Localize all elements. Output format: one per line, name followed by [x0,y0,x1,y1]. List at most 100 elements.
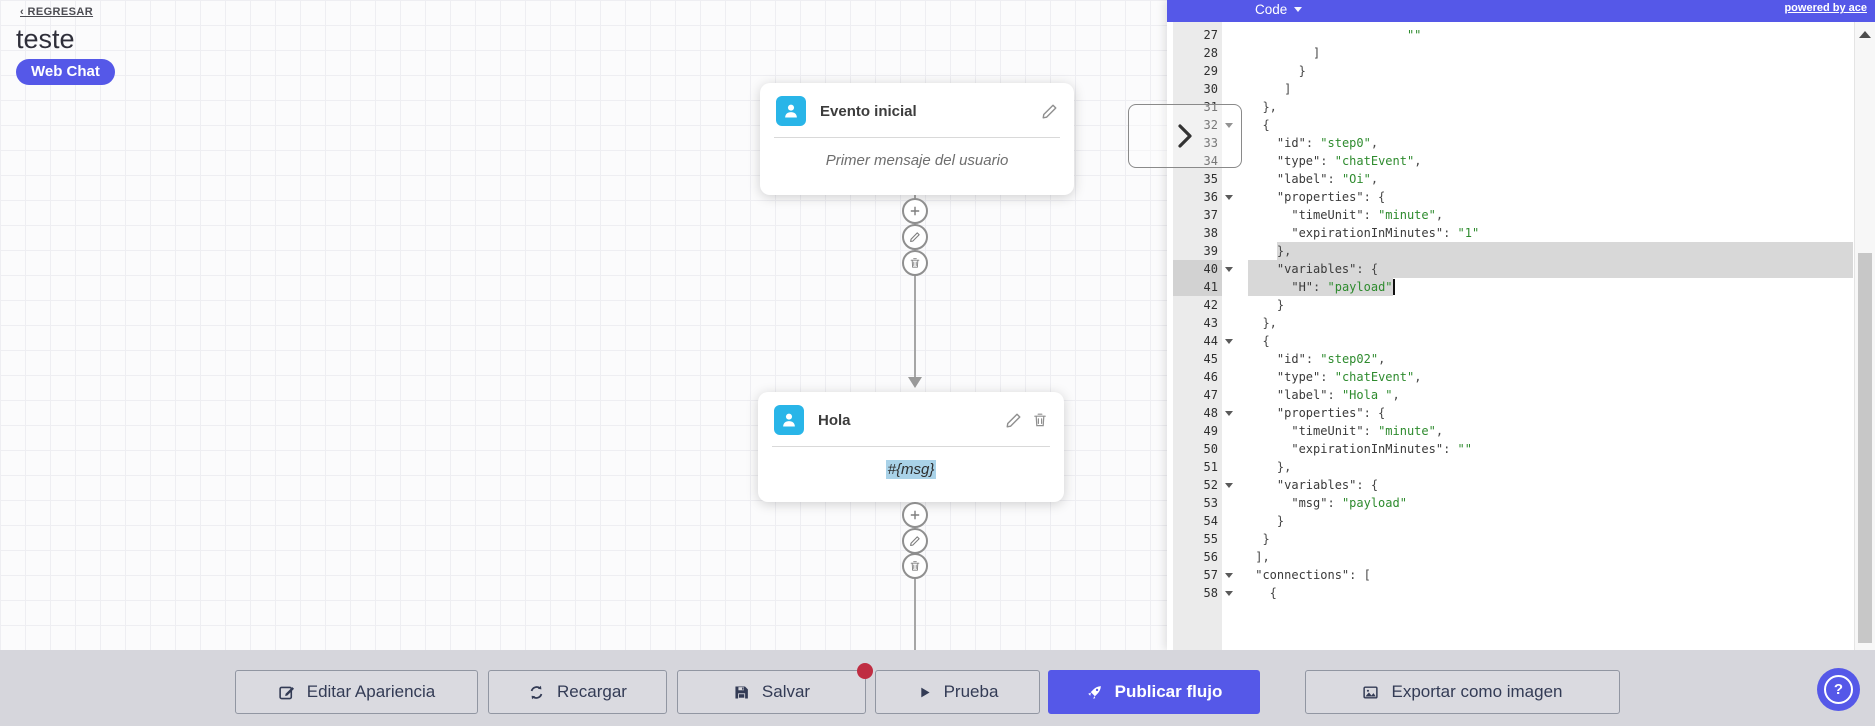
code-line-51[interactable]: 51 }, [1203,460,1292,474]
code-line-50[interactable]: 50 "expirationInMinutes": "" [1203,442,1472,456]
code-line-37[interactable]: 37 "timeUnit": "minute", [1203,208,1444,222]
delete-step-button[interactable] [902,553,928,579]
help-button[interactable]: ? [1817,668,1860,711]
code-mode-label: Code [1255,2,1288,17]
button-label: Editar Apariencia [306,682,436,701]
edit-step-button[interactable] [902,224,928,250]
fold-toggle-icon[interactable] [1225,591,1233,596]
channel-badge: Web Chat [16,59,115,85]
code-line-49[interactable]: 49 "timeUnit": "minute", [1203,424,1444,438]
edit-pencil-icon[interactable] [1005,412,1022,429]
code-line-39[interactable]: 39 }, [1167,242,1875,260]
code-line-52[interactable]: 52 "variables": { [1203,478,1379,492]
edge-node1-node2 [914,195,916,378]
code-line-44[interactable]: 44 { [1203,334,1270,348]
edit-pencil-icon[interactable] [1041,103,1058,120]
fold-toggle-icon[interactable] [1225,195,1233,200]
fold-toggle-icon[interactable] [1225,123,1233,128]
button-label: Salvar [761,682,811,701]
node-body: Primer mensaje del usuario [825,152,1009,169]
dropdown-caret-icon [1294,7,1303,12]
test-button[interactable]: Prueba [875,670,1040,714]
code-line-34[interactable]: 34 "type": "chatEvent", [1203,154,1422,168]
button-label: Prueba [943,682,999,701]
fold-toggle-icon[interactable] [1225,411,1233,416]
edge-arrowhead [908,377,922,388]
add-step-button[interactable] [902,198,928,224]
code-line-29[interactable]: 29 } [1203,64,1306,78]
node-divider [772,446,1050,447]
code-line-43[interactable]: 43 }, [1203,316,1277,330]
code-line-35[interactable]: 35 "label": "Oi", [1203,172,1379,186]
node-header: Hola [758,392,1064,446]
code-line-36[interactable]: 36 "properties": { [1203,190,1386,204]
save-icon [735,685,748,699]
node-evento-inicial[interactable]: Evento inicial Primer mensaje del usuari… [760,83,1074,195]
code-line-40[interactable]: 40 "variables": { [1167,260,1875,278]
node-body-highlighted-text: #{msg} [885,460,937,479]
code-line-30[interactable]: 30 ] [1203,82,1292,96]
code-line-48[interactable]: 48 "properties": { [1203,406,1386,420]
code-line-38[interactable]: 38 "expirationInMinutes": "1" [1203,226,1480,240]
powered-by-ace-link[interactable]: powered by ace [1784,2,1867,14]
fold-toggle-icon[interactable] [1225,267,1233,272]
fold-toggle-icon[interactable] [1225,573,1233,578]
code-content[interactable]: 27 "" 28 ] 29 } 30 ] 31 }, 32 { 33 "id": "step… [1167,26,1875,602]
code-line-58[interactable]: 58 { [1203,586,1277,600]
button-label: Exportar como imagen [1391,682,1563,701]
node-header: Evento inicial [760,83,1074,137]
trash-icon[interactable] [1032,412,1048,428]
code-mode-dropdown[interactable]: Code [1255,2,1303,17]
rocket-icon [1087,685,1101,699]
code-line-33[interactable]: 33 "id": "step0", [1203,136,1379,150]
person-icon [776,96,806,126]
node-divider [774,137,1060,138]
edit-appearance-button[interactable]: Editar Apariencia [235,670,478,714]
button-label: Recargar [557,682,627,701]
edit-step-button[interactable] [902,528,928,554]
node-body: #{msg} [758,447,1064,492]
scroll-up-icon[interactable] [1859,31,1871,38]
code-line-31[interactable]: 31 }, [1203,100,1277,114]
edit-icon [279,686,294,699]
code-line-56[interactable]: 56 ], [1203,550,1270,564]
button-label: Publicar flujo [1114,682,1223,701]
code-line-57[interactable]: 57 "connections": [ [1203,568,1371,582]
node-hola[interactable]: Hola #{msg} [758,392,1064,502]
code-line-55[interactable]: 55 } [1203,532,1270,546]
play-icon [920,687,930,697]
unsaved-changes-dot [857,663,873,679]
collapse-chevron-icon [1178,124,1192,148]
collapse-panel-button[interactable] [1128,104,1242,168]
fold-toggle-icon[interactable] [1225,339,1233,344]
reload-button[interactable]: Recargar [488,670,667,714]
person-icon [774,405,804,435]
question-icon: ? [1824,675,1853,704]
action-toolbar: Editar Apariencia Recargar Salvar Prueba… [0,650,1875,726]
code-line-41[interactable]: 41 "H": "payload" [1167,278,1875,296]
code-line-46[interactable]: 46 "type": "chatEvent", [1203,370,1422,384]
node-title: Evento inicial [820,102,917,120]
back-link[interactable]: ‹ REGRESAR [20,6,94,18]
node-title: Hola [818,411,851,429]
code-editor-header: Code powered by ace [1167,0,1875,22]
code-line-47[interactable]: 47 "label": "Hola ", [1203,388,1400,402]
export-image-button[interactable]: Exportar como imagen [1305,670,1620,714]
code-line-28[interactable]: 28 ] [1203,46,1321,60]
code-line-27[interactable]: 27 "" [1203,28,1422,42]
code-line-32[interactable]: 32 { [1203,118,1270,132]
code-line-42[interactable]: 42 } [1203,298,1285,312]
scrollbar-thumb[interactable] [1858,253,1872,643]
flow-title: teste [16,24,75,54]
code-line-53[interactable]: 53 "msg": "payload" [1203,496,1407,510]
delete-step-button[interactable] [902,250,928,276]
refresh-icon [530,685,543,699]
editor-scrollbar[interactable] [1854,22,1875,650]
add-step-button[interactable] [902,502,928,528]
save-button[interactable]: Salvar [677,670,866,714]
fold-toggle-icon[interactable] [1225,483,1233,488]
code-line-54[interactable]: 54 } [1203,514,1285,528]
code-editor-panel[interactable]: Code powered by ace 27 "" 28 ] 29 } 30 ] 31 … [1128,0,1875,650]
publish-flow-button[interactable]: Publicar flujo [1048,670,1260,714]
code-line-45[interactable]: 45 "id": "step02", [1203,352,1386,366]
